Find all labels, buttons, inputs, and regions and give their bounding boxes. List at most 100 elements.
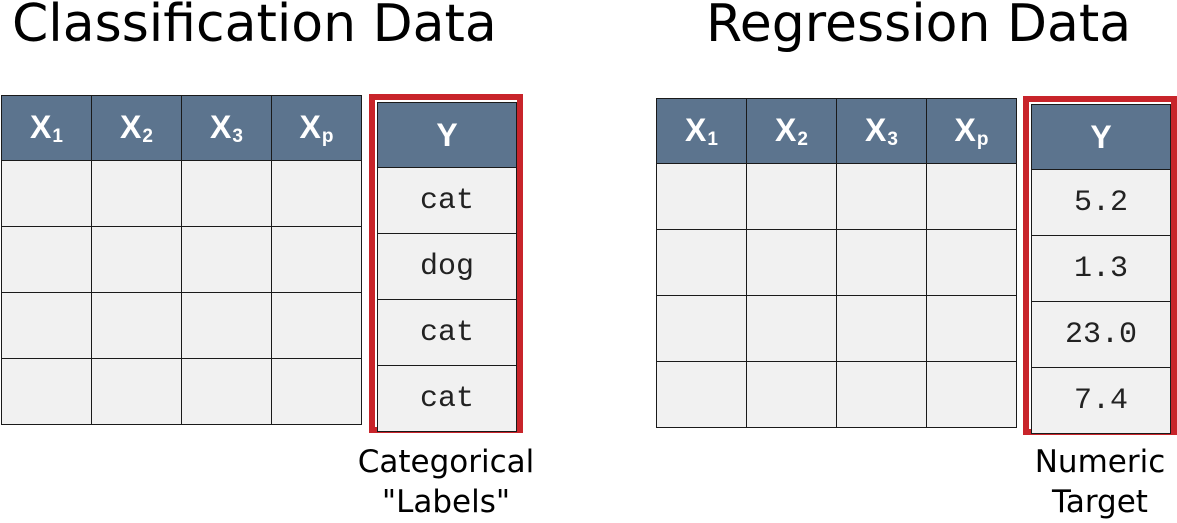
empty-cell — [836, 163, 927, 230]
target-header-y: Y — [377, 102, 517, 168]
empty-cell — [271, 160, 362, 227]
header-main: X — [685, 111, 707, 148]
empty-cell — [926, 229, 1017, 296]
header-subscript: p — [321, 125, 334, 147]
regression-target-highlight: Y 5.2 1.3 23.0 7.4 — [1023, 96, 1177, 435]
empty-cell — [91, 358, 182, 425]
table-row: 7.4 — [1031, 367, 1171, 434]
caption-line: Numeric — [1034, 444, 1166, 480]
header-subscript: 2 — [142, 125, 153, 147]
classification-title: Classification Data — [12, 0, 497, 54]
header-main: X — [210, 108, 232, 145]
header-subscript: 3 — [887, 128, 898, 150]
feature-header-xp: Xp — [271, 95, 362, 161]
empty-cell — [656, 163, 747, 230]
header-subscript: 1 — [707, 128, 718, 150]
empty-cell — [91, 226, 182, 293]
empty-cell — [656, 295, 747, 362]
target-header-y: Y — [1031, 104, 1171, 170]
empty-cell — [91, 292, 182, 359]
empty-cell — [181, 358, 272, 425]
target-value-cell: 23.0 — [1031, 301, 1171, 368]
empty-cell — [746, 295, 837, 362]
table-row — [656, 163, 1017, 230]
table-row: cat — [377, 365, 517, 432]
target-header-row: Y — [1031, 104, 1171, 170]
table-row: cat — [377, 299, 517, 366]
header-subscript: p — [976, 128, 989, 150]
table-row — [656, 295, 1017, 362]
empty-cell — [836, 361, 927, 428]
caption-line: Target — [1052, 484, 1148, 520]
table-row — [656, 361, 1017, 428]
empty-cell — [746, 361, 837, 428]
empty-cell — [271, 292, 362, 359]
feature-header-x3: X3 — [181, 95, 272, 161]
empty-cell — [656, 229, 747, 296]
empty-cell — [271, 358, 362, 425]
empty-cell — [271, 226, 362, 293]
header-main: X — [954, 111, 976, 148]
table-row: 1.3 — [1031, 235, 1171, 302]
target-value-cell: cat — [377, 299, 517, 366]
empty-cell — [1, 292, 92, 359]
feature-header-x2: X2 — [91, 95, 182, 161]
feature-header-row: X1 X2 X3 Xp — [1, 95, 362, 161]
empty-cell — [1, 226, 92, 293]
header-subscript: 1 — [52, 125, 63, 147]
header-main: X — [299, 108, 321, 145]
caption-line: Categorical — [357, 444, 535, 480]
table-row: dog — [377, 233, 517, 300]
empty-cell — [836, 229, 927, 296]
empty-cell — [746, 229, 837, 296]
target-value-cell: cat — [377, 167, 517, 234]
classification-feature-table: X1 X2 X3 Xp — [1, 95, 362, 425]
target-value-cell: cat — [377, 365, 517, 432]
classification-target-highlight: Y cat dog cat cat — [369, 94, 523, 433]
table-row — [1, 160, 362, 227]
target-value-cell: dog — [377, 233, 517, 300]
header-main: X — [775, 111, 797, 148]
empty-cell — [746, 163, 837, 230]
table-row: cat — [377, 167, 517, 234]
empty-cell — [181, 226, 272, 293]
regression-title: Regression Data — [706, 0, 1132, 54]
feature-header-x1: X1 — [656, 98, 747, 164]
caption-line: "Labels" — [381, 484, 511, 520]
target-value-cell: 1.3 — [1031, 235, 1171, 302]
empty-cell — [926, 295, 1017, 362]
table-row — [656, 229, 1017, 296]
empty-cell — [926, 361, 1017, 428]
table-row: 5.2 — [1031, 169, 1171, 236]
empty-cell — [91, 160, 182, 227]
header-main: X — [30, 108, 52, 145]
table-row: 23.0 — [1031, 301, 1171, 368]
feature-header-row: X1 X2 X3 Xp — [656, 98, 1017, 164]
empty-cell — [926, 163, 1017, 230]
header-subscript: 2 — [797, 128, 808, 150]
table-row — [1, 358, 362, 425]
empty-cell — [181, 292, 272, 359]
classification-target-caption: Categorical "Labels" — [346, 442, 546, 522]
header-subscript: 3 — [232, 125, 243, 147]
header-main: X — [120, 108, 142, 145]
empty-cell — [656, 361, 747, 428]
empty-cell — [836, 295, 927, 362]
empty-cell — [1, 160, 92, 227]
classification-target-table: Y cat dog cat cat — [377, 102, 517, 432]
target-value-cell: 7.4 — [1031, 367, 1171, 434]
target-value-cell: 5.2 — [1031, 169, 1171, 236]
regression-feature-table: X1 X2 X3 Xp — [656, 98, 1017, 428]
regression-target-caption: Numeric Target — [1000, 442, 1177, 522]
header-main: X — [865, 111, 887, 148]
feature-header-x1: X1 — [1, 95, 92, 161]
target-header-row: Y — [377, 102, 517, 168]
feature-header-xp: Xp — [926, 98, 1017, 164]
table-row — [1, 292, 362, 359]
empty-cell — [181, 160, 272, 227]
regression-target-table: Y 5.2 1.3 23.0 7.4 — [1031, 104, 1171, 434]
empty-cell — [1, 358, 92, 425]
feature-header-x3: X3 — [836, 98, 927, 164]
table-row — [1, 226, 362, 293]
feature-header-x2: X2 — [746, 98, 837, 164]
